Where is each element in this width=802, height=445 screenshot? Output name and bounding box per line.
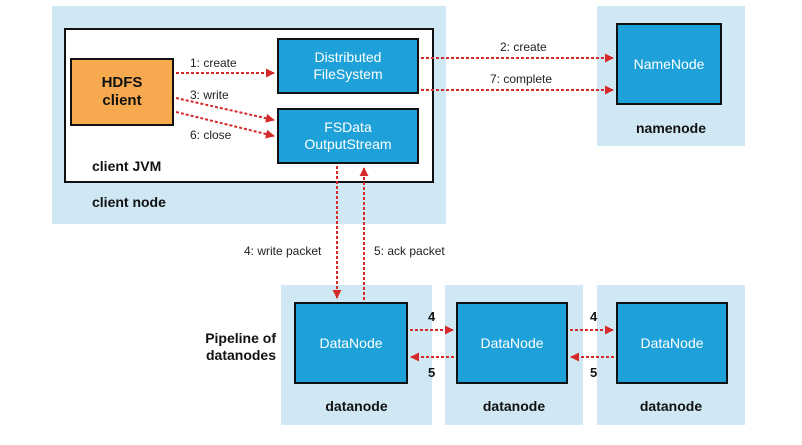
label-dn2-dn1: 5	[428, 365, 436, 380]
label-dn3-dn2: 5	[590, 365, 598, 380]
label-write: 3: write	[190, 88, 229, 102]
distributed-filesystem[interactable]: Distributed FileSystem	[277, 38, 419, 94]
datanode-component-1[interactable]: DataNode	[294, 302, 408, 384]
namenode-label: namenode	[635, 120, 706, 136]
pipeline-label: Pipeline of datanodes	[205, 330, 276, 363]
label-nn-create: 2: create	[500, 40, 547, 54]
label-ack-packet: 5: ack packet	[374, 244, 445, 258]
label-create: 1: create	[190, 56, 237, 70]
datanode-label-2: datanode	[482, 398, 546, 414]
datanode-component-3[interactable]: DataNode	[616, 302, 728, 384]
namenode-component[interactable]: NameNode	[616, 23, 722, 105]
label-dn1-dn2: 4	[428, 309, 436, 324]
arrow-write	[175, 97, 275, 123]
label-dn2-dn3: 4	[590, 309, 598, 324]
datanode-label-1: datanode	[325, 398, 388, 414]
label-close: 6: close	[190, 128, 232, 142]
datanode-label-3: datanode	[639, 398, 703, 414]
arrow-close	[175, 111, 275, 139]
hdfs-client[interactable]: HDFS client	[70, 58, 174, 126]
fsdata-outputstream[interactable]: FSData OutputStream	[277, 108, 419, 164]
client-node-label: client node	[92, 194, 166, 210]
client-jvm-label: client JVM	[92, 158, 162, 174]
label-write-packet: 4: write packet	[244, 244, 322, 258]
datanode-component-2[interactable]: DataNode	[456, 302, 568, 384]
label-complete: 7: complete	[490, 72, 553, 86]
